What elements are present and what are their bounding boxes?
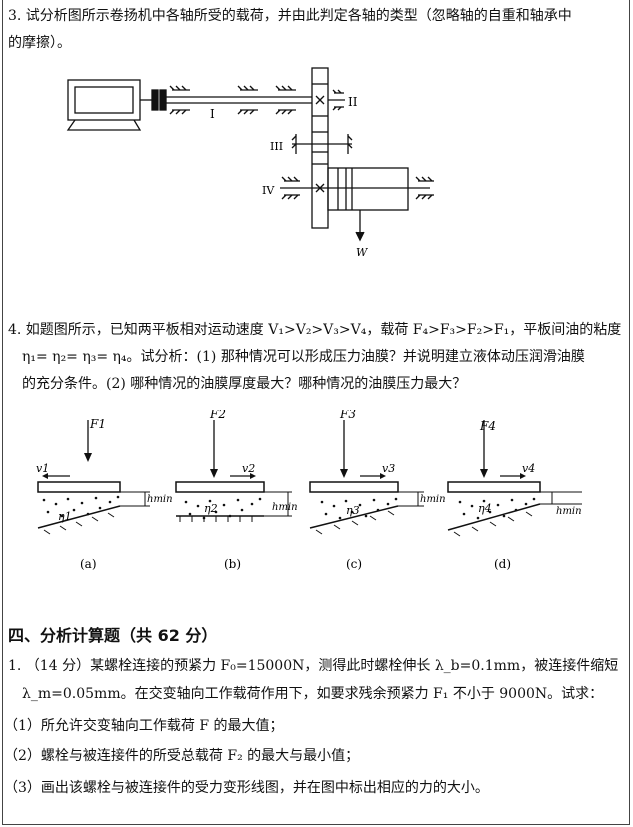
svg-text:hmin: hmin <box>420 494 446 505</box>
svg-text:η3: η3 <box>346 504 360 517</box>
panel-c: F3 v3 η3 hmin (c) <box>309 410 446 571</box>
problem1-line2: λ_m=0.05mm。在交变轴向工作载荷作用下，如要求残余预紧力 F₁ 不小于 … <box>22 686 604 702</box>
winch-diagram: I II III IV W <box>66 67 434 259</box>
bearing-2a <box>275 85 296 115</box>
svg-text:η4: η4 <box>478 502 492 515</box>
bearing-1b <box>237 85 258 115</box>
winch-drum <box>327 167 409 211</box>
svg-text:v2: v2 <box>242 462 255 475</box>
label-shaft-3: III <box>270 140 283 153</box>
motor-base <box>66 119 142 131</box>
q4-line3: 的充分条件。(2) 哪种情况的油膜厚度最大？哪种情况的油膜压力最大？ <box>22 376 467 392</box>
svg-text:η1: η1 <box>58 510 72 523</box>
problem1-item1: （1）所允许交变轴向工作载荷 F 的最大值； <box>4 718 284 734</box>
svg-text:F3: F3 <box>339 410 356 421</box>
svg-text:(b): (b) <box>224 557 241 571</box>
bearing-4b <box>415 176 434 200</box>
problem1-item3: （3）画出该螺栓与被连接件的受力变形线图，并在图中标出相应的力的大小。 <box>4 780 489 796</box>
section-heading: 四、分析计算题（共 62 分） <box>8 626 218 645</box>
motor-body <box>67 79 141 121</box>
svg-text:v4: v4 <box>522 462 535 475</box>
svg-text:F2: F2 <box>209 410 226 421</box>
panel-d: F4 v4 η4 hmin (d) <box>447 419 582 571</box>
panel-b: F2 v2 η2 hmin (b) <box>175 410 298 571</box>
bearing-2b <box>332 89 344 111</box>
load-arrow <box>355 231 365 242</box>
svg-text:(d): (d) <box>494 557 511 571</box>
svg-text:η2: η2 <box>204 502 218 515</box>
label-load: W <box>356 246 369 259</box>
svg-text:hmin: hmin <box>147 494 173 505</box>
bearing-1a <box>169 85 190 115</box>
q3-line2: 的摩擦）。 <box>8 35 71 51</box>
q4-line2: η₁= η₂= η₃= η₄。试分析：(1) 那种情况可以形成压力油膜？并说明建… <box>22 349 585 365</box>
svg-text:v1: v1 <box>36 462 49 475</box>
problem1-line1: 1. （14 分）某螺栓连接的预紧力 F₀=15000N，测得此时螺栓伸长 λ_… <box>8 658 619 674</box>
label-shaft-2: II <box>348 95 358 109</box>
svg-text:F4: F4 <box>479 419 496 433</box>
coupling <box>151 89 159 111</box>
svg-text:F1: F1 <box>89 417 106 431</box>
svg-text:(a): (a) <box>80 557 97 571</box>
label-shaft-1: I <box>210 107 215 121</box>
svg-text:v3: v3 <box>382 462 395 475</box>
problem1-item2: （2）螺栓与被连接件的所受总载荷 F₂ 的最大与最小值； <box>4 748 360 764</box>
q4-line1: 4. 如题图所示，已知两平板相对运动速度 V₁>V₂>V₃>V₄，载荷 F₄>F… <box>8 322 622 338</box>
q3-line1: 3. 试分析图所示卷扬机中各轴所受的载荷，并由此判定各轴的类型（忽略轴的自重和轴… <box>8 8 572 24</box>
svg-text:(c): (c) <box>346 557 362 571</box>
svg-text:hmin: hmin <box>556 506 582 517</box>
svg-text:hmin: hmin <box>272 502 298 513</box>
bearing-4a <box>281 176 300 200</box>
label-shaft-4: IV <box>262 184 275 197</box>
panel-a: F1 v1 η1 hmin (a) <box>36 417 173 571</box>
gear-column <box>311 67 329 229</box>
oil-film-figures: F1 v1 η1 hmin (a) F2 v2 η2 hmin (b) F3 <box>36 410 582 571</box>
